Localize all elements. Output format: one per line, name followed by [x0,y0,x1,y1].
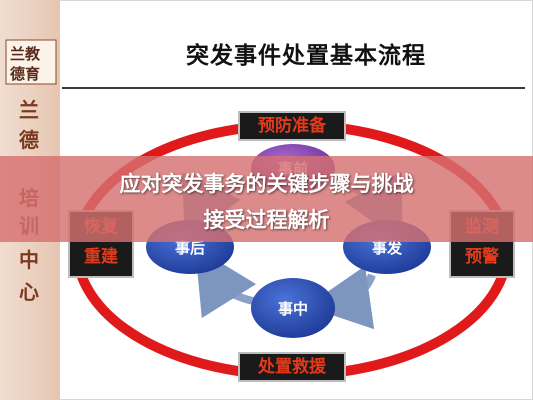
node-occur-label: 事发 [371,239,402,257]
side-label-char: 中 [19,248,39,272]
stage-prevention-tag: 预防准备 [238,111,346,141]
stage-recovery-line2: 重建 [84,247,118,267]
logo-text-bottom: 德育 [10,65,41,83]
side-label-char: 心 [19,280,39,304]
overlay-title-line2: 接受过程解析 [203,208,330,232]
node-after-label: 事后 [174,239,205,257]
node-middle [251,278,335,338]
arrow-middle-to-after [195,246,259,319]
side-label-char: 兰 [19,98,39,122]
node-middle-label: 事中 [277,300,308,318]
side-label-char: 德 [19,128,39,152]
arrow-occur-to-middle [306,265,376,330]
page-title: 突发事件处置基本流程 [186,43,426,69]
overlay-banner: 应对突发事务的关键步骤与挑战 接受过程解析 [0,156,533,242]
logo-box [5,39,57,85]
stage-warning-line2: 预警 [465,247,499,267]
overlay-title-line1: 应对突发事务的关键步骤与挑战 [119,172,414,196]
stage-rescue-tag: 处置救援 [238,352,346,382]
logo-text-top: 兰教 [10,45,41,63]
